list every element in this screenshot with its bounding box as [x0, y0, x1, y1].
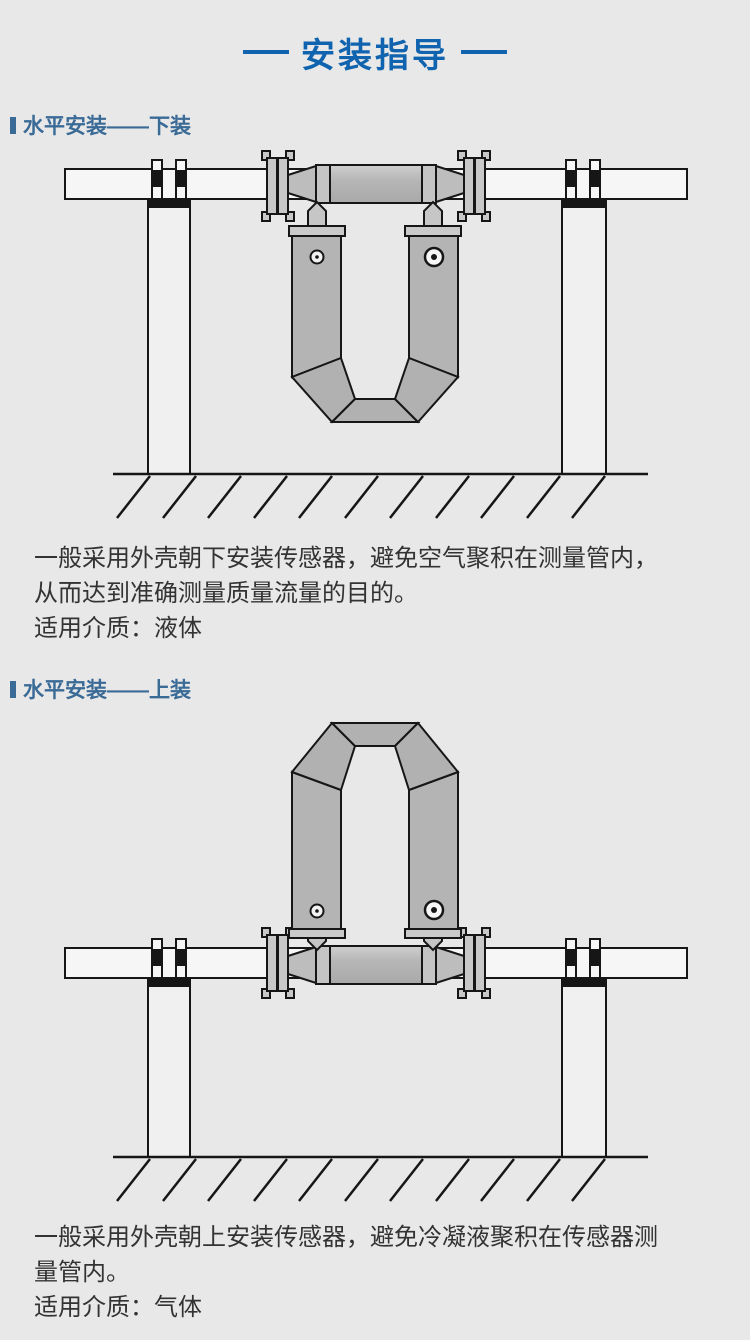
meter-body	[329, 164, 423, 204]
flange-right	[457, 150, 491, 222]
section-heading-bottom-mount: 水平安装——下装	[10, 110, 191, 140]
description-line: 量管内。	[34, 1259, 130, 1286]
pipe-support-left	[147, 159, 191, 475]
bolt-left	[309, 249, 325, 265]
page-title: 安装指导	[301, 36, 449, 75]
heading-accent-bar	[10, 116, 16, 134]
ground-hatching	[113, 472, 648, 519]
heading-text: 水平安装——下装	[23, 115, 191, 138]
section-heading-top-mount: 水平安装——上装	[10, 674, 191, 704]
u-bend	[290, 721, 460, 792]
heading-text: 水平安装——上装	[23, 679, 191, 702]
description-bottom-mount: 一般采用外壳朝下安装传感器，避免空气聚积在测量管内， 从而达到准确测量质量流量的…	[34, 541, 724, 646]
description-line: 适用介质：气体	[34, 1294, 202, 1321]
description-line: 从而达到准确测量质量流量的目的。	[34, 580, 418, 607]
diagram-horizontal-top-mount	[64, 721, 688, 1202]
bolt-left	[309, 903, 325, 919]
flange-left	[261, 150, 295, 222]
heading-accent-bar	[10, 680, 16, 698]
description-top-mount: 一般采用外壳朝上安装传感器，避免冷凝液聚积在传感器测 量管内。 适用介质：气体	[34, 1220, 724, 1325]
diagram-horizontal-bottom-mount	[64, 150, 688, 519]
title-dash-right	[461, 50, 507, 54]
bolt-right	[423, 246, 445, 268]
ground-hatching	[113, 1155, 648, 1202]
pipe-support-right	[561, 159, 607, 475]
flowmeter-up	[261, 721, 491, 999]
bolt-right	[423, 899, 445, 921]
meter-body	[329, 945, 423, 985]
flowmeter-down	[261, 150, 491, 424]
description-line: 一般采用外壳朝下安装传感器，避免空气聚积在测量管内，	[34, 545, 658, 572]
pipe-support-right	[561, 938, 607, 1158]
pipe-support-left	[147, 938, 191, 1158]
page-title-row: 安装指导	[0, 30, 750, 75]
description-line: 适用介质：液体	[34, 615, 202, 642]
description-line: 一般采用外壳朝上安装传感器，避免冷凝液聚积在传感器测	[34, 1224, 658, 1251]
title-dash-left	[243, 50, 289, 54]
u-bend	[290, 356, 460, 424]
